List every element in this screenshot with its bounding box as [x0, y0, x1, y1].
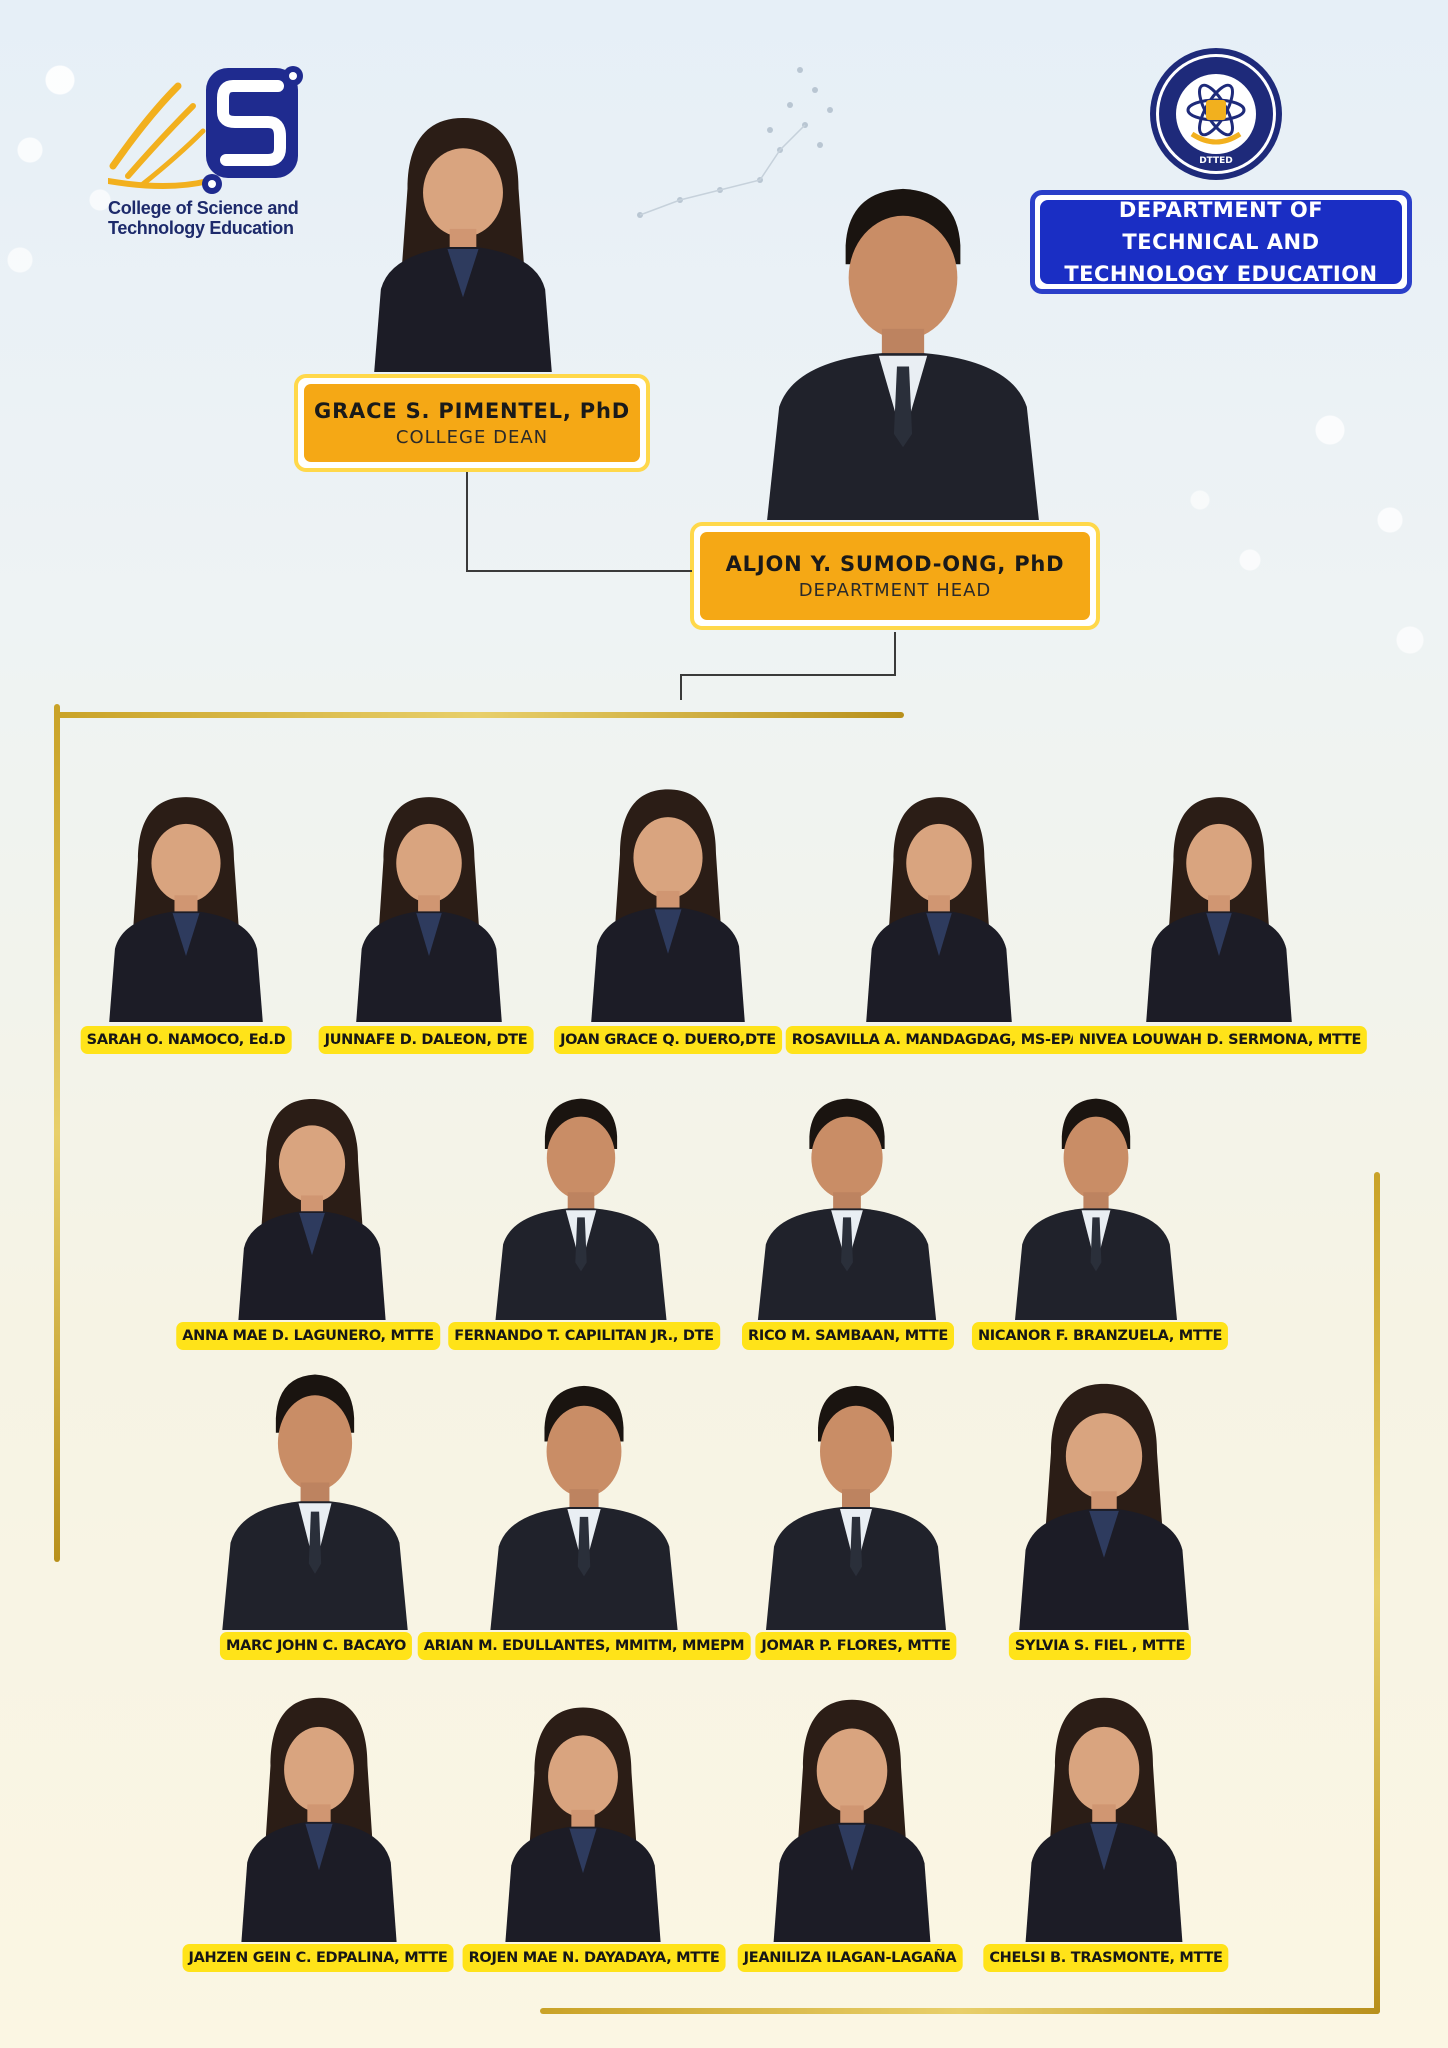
dean-name-box: GRACE S. PIMENTEL, PhD COLLEGE DEAN — [294, 374, 650, 472]
faculty-name-tag: NICANOR F. BRANZUELA, MTTE — [971, 1322, 1229, 1350]
college-name: College of Science and Technology Educat… — [108, 198, 299, 238]
faculty-name-tag: MARC JOHN C. BACAYO — [219, 1632, 413, 1660]
faculty-photo — [1128, 790, 1310, 1022]
faculty-photo — [212, 1360, 418, 1630]
faculty-name-tag: ROSAVILLA A. MANDAGDAG, MS-EPA — [785, 1026, 1087, 1054]
faculty-name-tag: JUNNAFE D. DALEON, DTE — [318, 1026, 534, 1054]
gold-frame-top — [54, 712, 904, 718]
faculty-name-tag: JOAN GRACE Q. DUERO,DTE — [554, 1026, 782, 1054]
faculty-name-tag: JOMAR P. FLORES, MTTE — [755, 1632, 957, 1660]
portrait-icon — [591, 789, 745, 1022]
department-banner: DEPARTMENT OF TECHNICAL AND TECHNOLOGY E… — [1030, 190, 1412, 294]
portrait-icon — [1015, 1098, 1177, 1320]
portrait-icon — [356, 797, 502, 1022]
department-banner-line2: TECHNOLOGY EDUCATION — [1064, 262, 1378, 286]
head-name-inner: ALJON Y. SUMOD-ONG, PhD DEPARTMENT HEAD — [700, 532, 1090, 620]
faculty-name-tag: JAHZEN GEIN C. EDPALINA, MTTE — [182, 1944, 454, 1972]
portrait-icon — [1025, 1697, 1183, 1942]
dean-photo — [352, 110, 574, 372]
dean-connector-horizontal — [466, 570, 692, 572]
portrait-icon — [773, 1699, 931, 1942]
head-name-box: ALJON Y. SUMOD-ONG, PhD DEPARTMENT HEAD — [690, 522, 1100, 630]
faculty-name-tag: FERNANDO T. CAPILITAN JR., DTE — [448, 1322, 720, 1350]
portrait-icon — [505, 1707, 661, 1942]
faculty-photo — [90, 790, 282, 1022]
portrait-icon — [866, 797, 1012, 1022]
faculty-photo — [480, 1372, 688, 1630]
department-banner-line1: DEPARTMENT OF TECHNICAL AND — [1118, 198, 1324, 254]
gold-frame-right — [1374, 1172, 1380, 2014]
portrait-icon — [490, 1385, 678, 1630]
faculty-name-tag: NIVEA LOUWAH D. SERMONA, MTTE — [1072, 1026, 1368, 1054]
college-name-line2: Technology Education — [108, 218, 294, 238]
dean-connector-vertical — [466, 472, 468, 572]
faculty-name-tag: SYLVIA S. FIEL , MTTE — [1008, 1632, 1192, 1660]
portrait-icon — [757, 1098, 937, 1320]
portrait-icon — [495, 1098, 667, 1320]
faculty-photo — [486, 1700, 680, 1942]
college-name-line1: College of Science and — [108, 198, 299, 218]
department-seal-icon — [1150, 48, 1282, 180]
head-connector-vertical — [894, 632, 896, 676]
faculty-name-tag: JEANILIZA ILAGAN-LAGAÑA — [737, 1944, 963, 1972]
faculty-name-tag: ARIAN M. EDULLANTES, MMITM, MMEPM — [417, 1632, 751, 1660]
faculty-photo — [572, 782, 764, 1022]
seal-short-text: DTTED — [1199, 156, 1233, 166]
faculty-name-tag: ANNA MAE D. LAGUNERO, MTTE — [176, 1322, 440, 1350]
portrait-icon — [1019, 1383, 1189, 1630]
portrait-icon — [238, 1099, 386, 1320]
faculty-photo — [748, 1086, 946, 1320]
head-title: DEPARTMENT HEAD — [798, 579, 992, 601]
department-seal: DTTED — [1148, 46, 1284, 182]
dean-name-inner: GRACE S. PIMENTEL, PhD COLLEGE DEAN — [304, 384, 640, 462]
portrait-icon — [222, 1374, 408, 1630]
faculty-photo — [1006, 1690, 1202, 1942]
dean-title: COLLEGE DEAN — [395, 426, 549, 448]
faculty-name-tag: RICO M. SAMBAAN, MTTE — [742, 1322, 954, 1350]
faculty-photo — [998, 1376, 1210, 1630]
head-photo — [752, 170, 1054, 520]
college-logo: College of Science and Technology Educat… — [105, 56, 318, 246]
faculty-photo — [848, 790, 1030, 1022]
faculty-photo — [756, 1372, 956, 1630]
gold-frame-bottom — [540, 2008, 1380, 2014]
portrait-icon — [241, 1697, 397, 1942]
head-name: ALJON Y. SUMOD-ONG, PhD — [725, 551, 1065, 576]
faculty-name-tag: CHELSI B. TRASMONTE, MTTE — [983, 1944, 1229, 1972]
network-decoration — [637, 67, 833, 218]
faculty-photo — [1006, 1086, 1186, 1320]
faculty-name-tag: SARAH O. NAMOCO, Ed.D — [80, 1026, 292, 1054]
faculty-photo — [222, 1690, 416, 1942]
faculty-photo — [338, 790, 520, 1022]
dean-portrait-icon — [374, 118, 552, 372]
head-portrait-icon — [767, 188, 1039, 520]
portrait-icon — [766, 1385, 946, 1630]
portrait-icon — [1146, 797, 1292, 1022]
faculty-photo — [220, 1092, 404, 1320]
faculty-photo — [486, 1086, 676, 1320]
faculty-photo — [754, 1692, 950, 1942]
portrait-icon — [109, 797, 263, 1022]
staff-connector-horizontal — [680, 674, 896, 676]
staff-connector-drop — [680, 674, 682, 700]
dean-name: GRACE S. PIMENTEL, PhD — [314, 398, 630, 423]
faculty-name-tag: ROJEN MAE N. DAYADAYA, MTTE — [462, 1944, 726, 1972]
gold-frame-left — [54, 704, 60, 1562]
college-logo-icon — [105, 66, 303, 194]
department-banner-inner: DEPARTMENT OF TECHNICAL AND TECHNOLOGY E… — [1040, 198, 1402, 286]
